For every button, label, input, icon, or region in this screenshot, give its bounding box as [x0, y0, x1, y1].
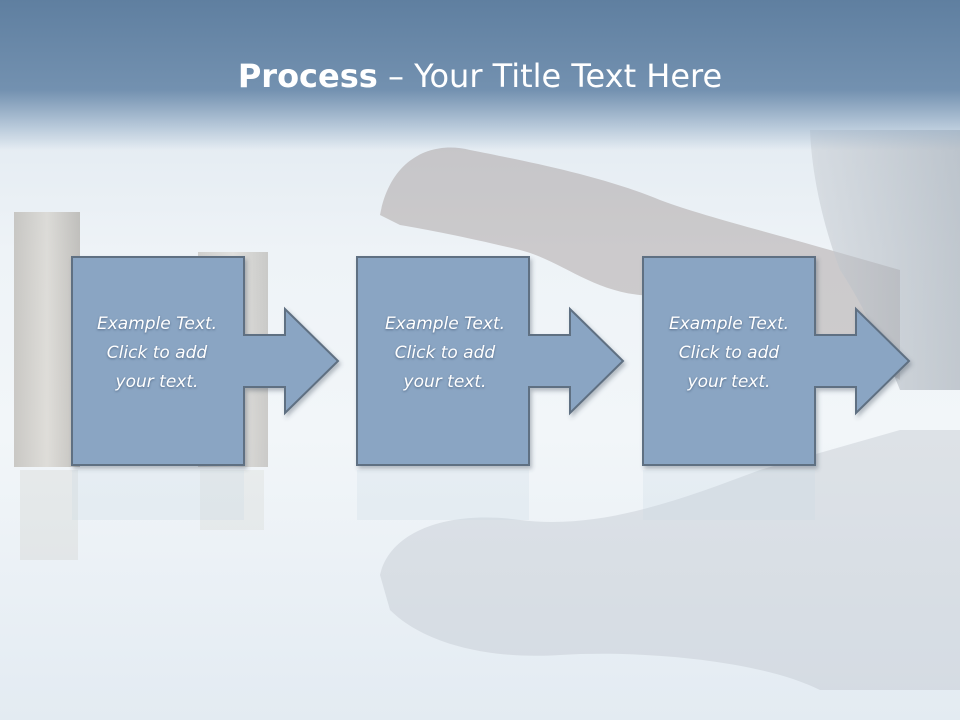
step-3-shape[interactable] — [642, 256, 911, 466]
step-2-shape[interactable] — [356, 256, 625, 466]
coin-stack-left — [14, 212, 80, 467]
step-2-text[interactable]: Example Text. Click to add your text. — [360, 310, 530, 397]
step-1-text[interactable]: Example Text. Click to add your text. — [72, 310, 242, 397]
step-3-line-1: Example Text. — [668, 314, 790, 334]
hand-shape — [380, 147, 900, 380]
step-1-line-3: your text. — [115, 372, 199, 392]
step-2-line-1: Example Text. — [384, 314, 506, 334]
step-2-line-2: Click to add — [394, 343, 496, 363]
title-rest: – Your Title Text Here — [377, 57, 723, 95]
title-band — [0, 0, 960, 150]
step-1-line-1: Example Text. — [96, 314, 218, 334]
title-bold: Process — [237, 57, 378, 95]
sleeve-shape — [810, 130, 960, 390]
step-2-line-3: your text. — [403, 372, 487, 392]
step-3-line-2: Click to add — [678, 343, 780, 363]
step-3-text[interactable]: Example Text. Click to add your text. — [644, 310, 814, 397]
step-1-shape[interactable] — [71, 256, 340, 466]
step-1-line-2: Click to add — [106, 343, 208, 363]
step-3-line-3: your text. — [687, 372, 771, 392]
hand-reflection — [380, 430, 960, 690]
slide-title[interactable]: Process – Your Title Text Here — [0, 54, 960, 98]
